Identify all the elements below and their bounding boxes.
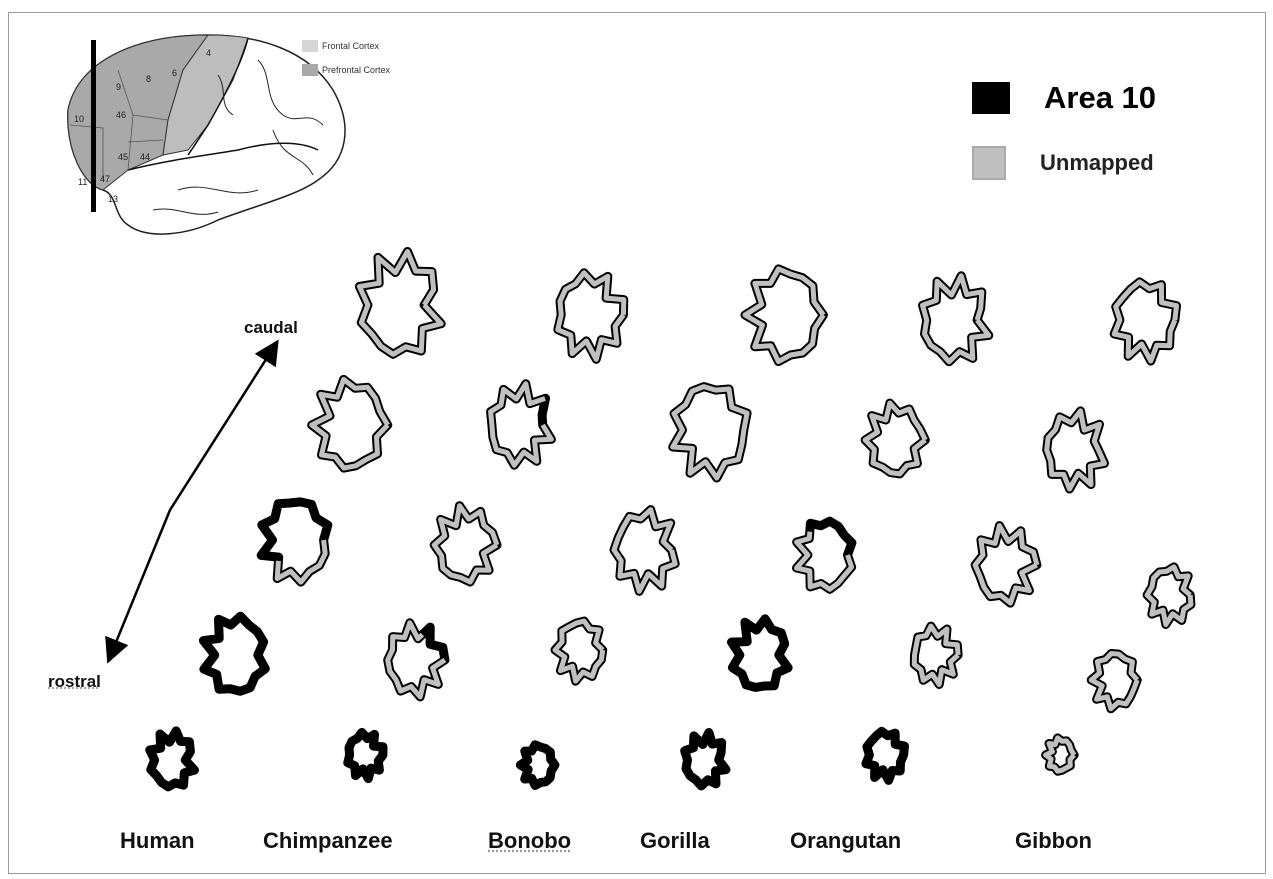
section-unmapped-region	[745, 269, 823, 362]
section-outline	[348, 732, 383, 778]
rostral-label: rostral	[48, 672, 101, 692]
rostral-arrow	[112, 510, 170, 652]
section-outline	[732, 619, 789, 688]
species-label-orangutan: Orangutan	[790, 828, 901, 854]
section-outline	[685, 733, 726, 787]
caudal-label: caudal	[244, 318, 298, 338]
species-label-chimpanzee: Chimpanzee	[263, 828, 393, 854]
section-outline	[203, 616, 265, 691]
section-outline	[261, 502, 328, 582]
species-label-bonobo: Bonobo	[488, 828, 571, 854]
species-label-gibbon: Gibbon	[1015, 828, 1092, 854]
section-outline	[866, 731, 905, 780]
section-outline	[150, 731, 195, 787]
section-outline	[520, 745, 555, 786]
caudal-arrow	[170, 350, 272, 510]
species-label-gorilla: Gorilla	[640, 828, 710, 854]
species-label-human: Human	[120, 828, 195, 854]
